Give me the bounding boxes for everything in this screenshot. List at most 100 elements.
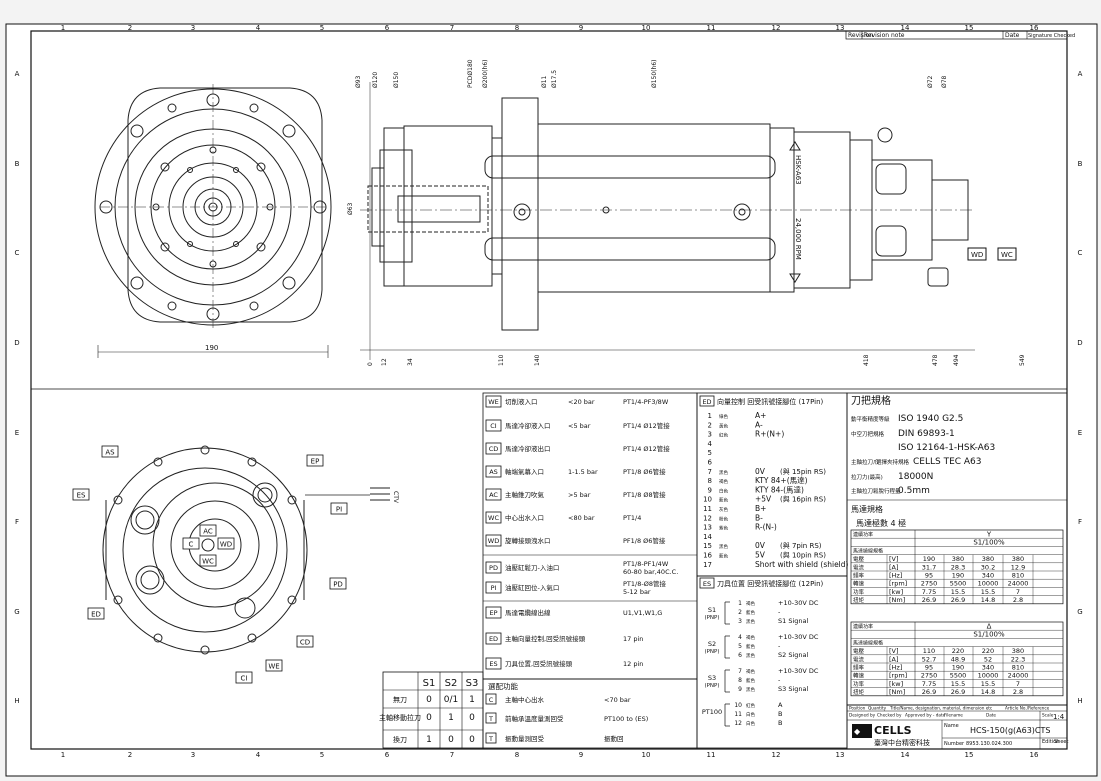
part-number: HCS-150(g(A63)CTS <box>970 726 1050 735</box>
es-pin-color-8: 藍色 <box>746 677 755 684</box>
grid-column-10: 10 <box>642 24 651 32</box>
port-name-9: 馬達電纜線出線 <box>505 608 551 617</box>
port-code-5: WC <box>488 514 499 522</box>
es-pin-5: 5 <box>738 643 742 650</box>
motor-d-table-cell-1-3: 22.3 <box>1011 655 1025 663</box>
es-pin-color-5: 藍色 <box>746 643 755 650</box>
es-group-2: S3 <box>708 674 716 682</box>
sensor-cell-0-0: 0 <box>426 695 432 705</box>
bottom-dim-8: 549 <box>1019 354 1026 366</box>
ed-pin-13: 13 <box>703 524 712 532</box>
motor-d-table-cell-2-3: 810 <box>1012 664 1024 672</box>
es-pin-11: 11 <box>734 711 742 718</box>
motor-y-table-row-unit-0: [V] <box>889 555 899 563</box>
grid-column-bottom-12: 12 <box>772 751 781 759</box>
port-name-6: 旋轉接頭洩水口 <box>505 536 551 545</box>
motor-d-table-cell-5-0: 26.9 <box>922 688 936 696</box>
es-pin-9: 9 <box>738 686 742 693</box>
port-code-box-0 <box>485 395 502 408</box>
ed-pin-extra-10: (與 16pin RS) <box>780 495 826 504</box>
motor-d-table-row-name-4: 功率 <box>853 680 865 688</box>
bubble-text-pd: PD <box>333 581 343 589</box>
motor-y-table-cell-3-2: 10000 <box>978 580 999 588</box>
ed-pin-5: 5 <box>708 449 712 457</box>
motor-d-table-row-name-1: 電流 <box>853 655 865 663</box>
motor-spec-title: 馬達規格 <box>851 504 883 514</box>
grid-column-5: 5 <box>320 24 324 32</box>
port-code-box-4 <box>485 488 502 501</box>
grid-column-bottom-15: 15 <box>965 751 974 759</box>
motor-d-table-row-name-5: 扭矩 <box>853 688 865 696</box>
motor-y-table-row-name-0: 電壓 <box>853 556 865 563</box>
ed-title: 向量控制 回受訊號接腳位 (17Pin) <box>717 397 824 406</box>
es-pin-1: 1 <box>738 600 742 607</box>
motor-y-table-duty: S1/100% <box>973 539 1005 547</box>
grid-row-right-G: G <box>1077 608 1082 616</box>
ed-pin-value-8: KTY 84+(馬達) <box>755 475 808 485</box>
es-pin-2: 2 <box>738 609 742 616</box>
grid-column-16: 16 <box>1030 24 1039 32</box>
port-code-box-8 <box>485 581 502 594</box>
option-code-box-1 <box>485 712 497 724</box>
grid-column-bottom-2: 2 <box>128 751 132 759</box>
sensor-header-1: S1 <box>423 678 436 689</box>
port-code-box-3 <box>485 465 502 478</box>
motor-y-table-cell-2-3: 810 <box>1012 572 1024 580</box>
title-block: ◆ CELLS 臺灣中台精密科技 Name HCS-150(g(A63)CTS … <box>846 704 1068 750</box>
tb-r2-5: Scale <box>1042 713 1054 718</box>
motor-d-table-row-unit-3: [rpm] <box>889 672 907 680</box>
port-spec-5: <80 bar <box>568 514 595 522</box>
motor-y-table-wiring-label: 馬達繞線規格 <box>853 547 883 554</box>
bubble-ci <box>235 671 253 684</box>
motor-d-table-cell-5-2: 14.8 <box>981 688 995 696</box>
port-code-box-11 <box>485 657 502 670</box>
motor-spec-subtitle: 馬達極數 4 極 <box>856 518 906 528</box>
bubble-wd <box>217 537 235 550</box>
motor-y-table-cell-1-3: 12.9 <box>1011 563 1025 571</box>
es-group-0: S1 <box>708 606 716 614</box>
option-spec-1: PT100 to (ES) <box>604 715 648 723</box>
port-thread-9-0: U1,V1,W1,G <box>623 609 662 617</box>
ed-pin-14: 14 <box>703 533 712 541</box>
motor-d-table-cell-2-2: 340 <box>982 664 994 672</box>
motor-d-table-cell-3-3: 24000 <box>1008 672 1029 680</box>
grid-column-bottom-6: 6 <box>385 751 390 759</box>
es-pin-4: 4 <box>738 634 742 641</box>
grid-row-right-F: F <box>1078 518 1082 526</box>
port-code-1: CI <box>490 422 497 430</box>
port-spec-3: 1-1.5 bar <box>568 468 598 476</box>
tb-r1-0: Position <box>849 706 866 711</box>
ed-pin-17: 17 <box>703 561 712 569</box>
bubble-text-as: AS <box>105 449 115 457</box>
options-title: 選配功能 <box>488 681 518 691</box>
bottom-dim-5: 418 <box>863 354 870 366</box>
sensor-cell-2-1: 0 <box>448 735 454 745</box>
grid-column-8: 8 <box>515 24 519 32</box>
ed-code-box <box>699 395 715 407</box>
bubble-ac <box>199 524 217 537</box>
ed-pin-4: 4 <box>708 440 713 448</box>
port-name-4: 主軸錐刀吹氣 <box>505 490 545 499</box>
grid-column-bottom-8: 8 <box>515 751 519 759</box>
motor-y-table-cell-1-2: 30.2 <box>981 563 995 571</box>
port-code-box-9 <box>485 606 502 619</box>
motor-y-table-cell-2-2: 340 <box>982 572 994 580</box>
motor-y-table-cell-4-3: 7 <box>1016 588 1020 596</box>
es-group-type-2: (PNP) <box>704 683 719 689</box>
ed-pin-value-11: B+ <box>755 504 766 513</box>
option-spec-0: <70 bar <box>604 696 631 704</box>
port-thread-8-1: 5-12 bar <box>623 588 651 596</box>
grid-row-C: C <box>15 249 20 257</box>
port-thread-2-0: PT1/4 Ø12管接 <box>623 444 670 453</box>
es-pin-12: 12 <box>734 720 742 727</box>
ed-pin-value-13: R-(N-) <box>755 523 777 532</box>
bubble-text-we: WE <box>268 663 279 671</box>
grid-row-F: F <box>15 518 19 526</box>
bubble-text-pi: PI <box>336 506 342 514</box>
top-dim-4: Ø200(h6) <box>482 60 489 88</box>
port-code-box-7 <box>485 561 502 574</box>
grid-column-4: 4 <box>256 24 261 32</box>
